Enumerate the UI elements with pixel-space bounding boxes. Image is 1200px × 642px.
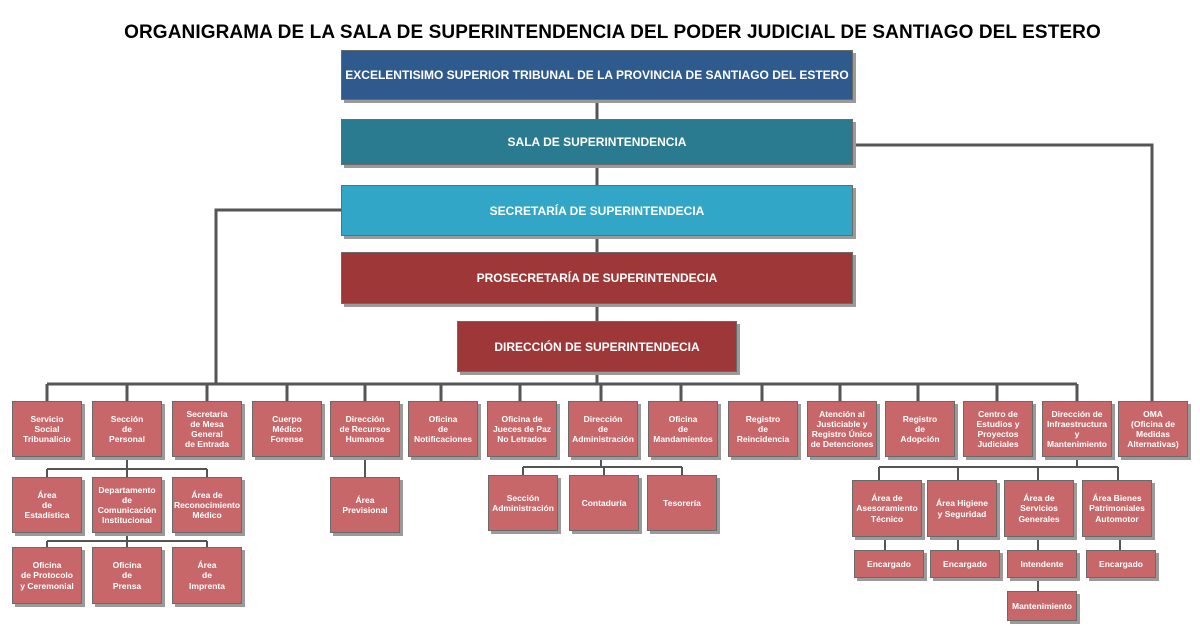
node-atencion-justiciable: Atención al Justiciable y Registro Único… bbox=[807, 401, 877, 457]
node-prosecretaria: PROSECRETARÍA DE SUPERINTENDECIA bbox=[341, 252, 853, 304]
node-adopcion: Registro de Adopción bbox=[885, 401, 955, 457]
node-sala-superintendencia: SALA DE SUPERINTENDENCIA bbox=[341, 119, 853, 165]
node-secretaria: SECRETARÍA DE SUPERINTENDECIA bbox=[341, 185, 853, 236]
node-protocolo-ceremonial: Oficina de Protocolo y Ceremonial bbox=[12, 547, 82, 604]
node-notificaciones: Oficina de Notificaciones bbox=[408, 401, 478, 457]
node-mesa-entrada: Secretaría de Mesa General de Entrada bbox=[172, 401, 242, 457]
node-servicios-generales: Área de Servicios Generales bbox=[1004, 480, 1074, 537]
chart-title: ORGANIGRAMA DE LA SALA DE SUPERINTENDENC… bbox=[124, 22, 1101, 43]
node-mantenimiento: Mantenimiento bbox=[1007, 591, 1077, 621]
node-cuerpo-medico: Cuerpo Médico Forense bbox=[252, 401, 322, 457]
node-encargado-asesoramiento: Encargado bbox=[854, 550, 924, 578]
node-encargado-higiene: Encargado bbox=[930, 550, 1000, 578]
node-encargado-bienes: Encargado bbox=[1086, 550, 1156, 578]
node-infraestructura: Dirección de Infraestructura y Mantenimi… bbox=[1042, 401, 1112, 457]
node-jueces-paz: Oficina de Jueces de Paz No Letrados bbox=[487, 401, 557, 457]
node-oma: OMA (Oficina de Medidas Alternativas) bbox=[1118, 401, 1188, 457]
node-seccion-administracion: Sección Administración bbox=[488, 475, 558, 531]
node-area-estadistica: Área de Estadística bbox=[12, 477, 82, 533]
node-administracion: Dirección de Administración bbox=[568, 401, 638, 457]
node-bienes-patrimoniales: Área Bienes Patrimoniales Automotor bbox=[1082, 480, 1152, 537]
node-area-previsional: Área Previsional bbox=[330, 477, 400, 533]
node-mandamientos: Oficina de Mandamientos bbox=[648, 401, 718, 457]
node-centro-estudios: Centro de Estudios y Proyectos Judiciale… bbox=[963, 401, 1033, 457]
node-recursos-humanos: Dirección de Recursos Humanos bbox=[330, 401, 400, 457]
node-tesoreria: Tesorería bbox=[647, 475, 717, 531]
node-intendente: Intendente bbox=[1007, 550, 1077, 578]
node-seccion-personal: Sección de Personal bbox=[92, 401, 162, 457]
node-servicio-social: Servicio Social Tribunalicio bbox=[12, 401, 82, 457]
node-oficina-prensa: Oficina de Prensa bbox=[92, 547, 162, 604]
node-direccion: DIRECCIÓN DE SUPERINTENDECIA bbox=[457, 321, 737, 372]
node-asesoramiento-tecnico: Área de Asesoramiento Técnico bbox=[852, 480, 922, 537]
node-reconocimiento-medico: Área de Reconocimiento Médico bbox=[172, 477, 242, 533]
node-reincidencia: Registro de Reincidencia bbox=[728, 401, 798, 457]
node-contaduria: Contaduría bbox=[569, 475, 639, 531]
node-higiene-seguridad: Área Higiene y Seguridad bbox=[927, 480, 997, 537]
node-superior-tribunal: EXCELENTISIMO SUPERIOR TRIBUNAL DE LA PR… bbox=[341, 50, 853, 100]
node-comunicacion-institucional: Departamento de Comunicación Institucion… bbox=[92, 477, 162, 533]
node-area-imprenta: Área de Imprenta bbox=[172, 547, 242, 604]
